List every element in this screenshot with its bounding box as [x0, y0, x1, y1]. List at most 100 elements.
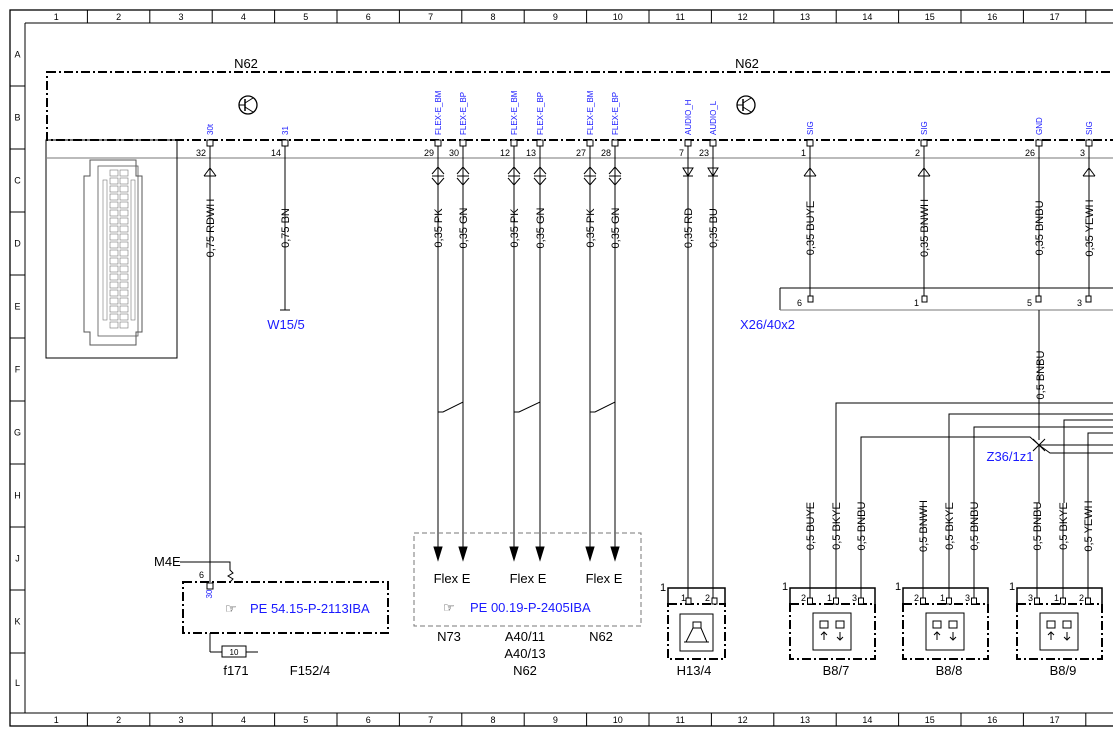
grid-row-label: H: [14, 491, 21, 501]
component-label: N73: [437, 629, 461, 644]
sensor-pin: 1: [940, 593, 945, 603]
grid-column-label: 3: [178, 715, 183, 725]
pin-signal: GND: [1035, 117, 1044, 135]
flexray-group: Flex E Flex E Flex E ☞ PE 00.19-P-2405IB…: [413, 401, 642, 678]
wire-label: 0,5 BNWH: [918, 500, 930, 552]
pin-number: 30: [449, 148, 459, 158]
cable-bundle: Z36/1z1: [835, 402, 1113, 503]
grid-column-label: 10: [613, 715, 623, 725]
grid-column-label: 14: [862, 715, 872, 725]
ground-point-label: W15/5: [267, 317, 305, 332]
grid-column-label: 2: [116, 12, 121, 22]
pin-signal: AUDIO_H: [684, 99, 693, 135]
pin-number: 12: [500, 148, 510, 158]
wire-label: 0,5 BKYE: [831, 502, 843, 550]
grid-column-label: 6: [366, 12, 371, 22]
wire-label: 0,75 RDWH: [205, 199, 217, 258]
grid-column-label: 11: [676, 12, 685, 22]
pin-signal: FLEX-E_BP: [459, 92, 468, 135]
speaker-pin: 1: [681, 593, 686, 603]
wire-label: 0,35 BUYE: [805, 201, 817, 255]
x26-pin: 6: [797, 298, 802, 308]
component-label: N62: [513, 663, 537, 678]
grid-column-label: 16: [987, 715, 997, 725]
grid-column-label: 4: [241, 715, 246, 725]
pin-signal: FLEX-E_BM: [510, 90, 519, 135]
pin-number: 29: [424, 148, 434, 158]
x26-pin: 3: [1077, 298, 1082, 308]
x26-connector: X26/40x2 6 1 5 3 0,5 BNBU: [740, 287, 1113, 440]
flex-reference-link[interactable]: PE 00.19-P-2405IBA: [470, 600, 591, 615]
sensor-label: B8/8: [936, 663, 963, 678]
wire-label: 0,75 BN: [280, 208, 292, 248]
wire-label: 0,35 BNWH: [919, 199, 931, 257]
wire-label: 0,35 GN: [610, 207, 622, 248]
grid-column-label: 13: [800, 12, 810, 22]
sensor-pin: 2: [1079, 593, 1084, 603]
block-label: F152/4: [290, 663, 330, 678]
module-name-left: N62: [234, 56, 258, 71]
x26-label: X26/40x2: [740, 317, 795, 332]
wire-label: 0,35 BU: [708, 208, 720, 248]
pin-number: 2: [915, 148, 920, 158]
pin-number: 3: [1080, 148, 1085, 158]
speaker-pin: 2: [705, 593, 710, 603]
fuse-block: M4E 6 30 ☞ PE 54.15-P-2113IBA 10 f171 F1…: [154, 554, 389, 678]
grid-column-label: 12: [738, 12, 748, 22]
pin-number: 13: [526, 148, 536, 158]
flex-label: Flex E: [434, 571, 471, 586]
grid-column-label: 7: [428, 12, 433, 22]
component-label: A40/11: [505, 629, 545, 644]
grid-row-label: D: [14, 239, 21, 249]
grid-column-label: 10: [613, 12, 623, 22]
grid-column-label: 1: [54, 715, 59, 725]
pin-number: 7: [679, 148, 684, 158]
wire-label: 0,35 BNBU: [1034, 200, 1046, 255]
sensor-label: B8/7: [823, 663, 850, 678]
wire-label: 0,5 YEWH: [1083, 500, 1095, 551]
pin-signal: 31: [281, 126, 290, 135]
flex-label: Flex E: [510, 571, 547, 586]
transistor-icon: [736, 95, 756, 115]
wire-label: 0,5 BNBU: [1032, 501, 1044, 550]
grid-column-label: 2: [116, 715, 121, 725]
speaker-component: 1 1 2 H13/4: [660, 582, 726, 678]
pin-14: 31 14 0,75 BN: [271, 126, 292, 265]
pin-group: 1: [660, 582, 666, 594]
sensor-icon: [812, 612, 852, 651]
m4e-label: M4E: [154, 554, 181, 569]
x26-pin: 1: [914, 298, 919, 308]
grid-column-label: 7: [428, 715, 433, 725]
fuse-number: 10: [230, 648, 239, 657]
grid-column-label: 8: [490, 715, 495, 725]
flex-label: Flex E: [586, 571, 623, 586]
pin-group: 1: [895, 581, 901, 593]
component-label: A40/13: [504, 646, 545, 661]
pin-number: 14: [271, 148, 281, 158]
grid-column-label: 15: [925, 12, 935, 22]
grid-row-label: A: [14, 50, 20, 60]
wire-label: 0,5 BUYE: [805, 502, 817, 550]
hand-pointer-icon: ☞: [443, 600, 455, 615]
fuse-reference-link[interactable]: PE 54.15-P-2113IBA: [250, 601, 370, 616]
sensor-icon: [1039, 612, 1079, 651]
sensor-pin: 3: [965, 593, 970, 603]
grid-column-label: 8: [490, 12, 495, 22]
fuse-label: f171: [223, 663, 248, 678]
sensor-pin: 3: [852, 593, 857, 603]
pin-number: 32: [196, 148, 206, 158]
wire-label: 0,35 PK: [433, 208, 445, 248]
wire-label: 0,5 BKYE: [1058, 502, 1070, 550]
